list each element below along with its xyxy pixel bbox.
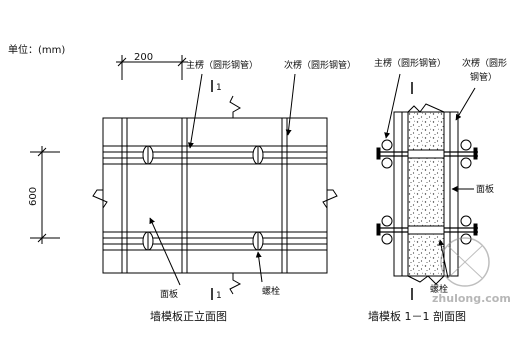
dimension-600 xyxy=(30,146,60,244)
elev-sec-label: 次楞（圆形钢管） xyxy=(284,59,356,71)
dim-600-label: 600 xyxy=(28,187,39,206)
sec-sec-label-1: 次楞（圆形 xyxy=(462,57,507,69)
panel-outline xyxy=(102,117,328,274)
main-pipes-right xyxy=(460,139,472,245)
unit-label: 单位：(mm) xyxy=(8,43,65,56)
concrete-wall xyxy=(407,111,445,277)
sec-sec-label-2: 钢管） xyxy=(470,71,497,83)
leader-panel xyxy=(149,217,181,286)
break-lines xyxy=(92,95,338,295)
elev-bolt-label: 螺栓 xyxy=(262,285,280,297)
leader-sec xyxy=(285,73,296,136)
sec-stud-left xyxy=(393,111,403,277)
sec-bolt-label: 螺栓 xyxy=(430,283,448,295)
section-view xyxy=(376,73,478,300)
sec-stud-right xyxy=(449,111,459,277)
elev-panel-label: 面板 xyxy=(160,288,178,300)
panel-left xyxy=(401,111,409,277)
nut-plates xyxy=(376,147,478,236)
dimension-200 xyxy=(116,55,188,80)
elevation-caption: 墙模板正立面图 xyxy=(150,309,227,323)
bolts-bottom-row xyxy=(142,231,264,251)
main-pipes-left xyxy=(381,139,393,245)
section-caption: 墙模板 1－1 剖面图 xyxy=(368,309,466,323)
sec-leader-main xyxy=(384,73,401,139)
sec-main-label: 主楞（圆形钢管） xyxy=(374,57,446,69)
sec-leader-bolt xyxy=(438,239,449,279)
watermark-text: zhulong.com xyxy=(432,292,511,305)
elev-section-mark-top: 1 xyxy=(216,83,222,93)
sec-panel-label: 面板 xyxy=(476,183,494,195)
elevation-view xyxy=(30,55,338,300)
main-walers xyxy=(103,145,327,251)
leader-bolt xyxy=(255,251,263,283)
sec-leader-sec xyxy=(455,87,476,121)
panel-right xyxy=(443,111,451,277)
secondary-studs xyxy=(121,118,288,273)
dim-200-label: 200 xyxy=(134,52,153,63)
elev-main-label: 主楞（圆形钢管） xyxy=(186,59,258,71)
elev-section-mark-bottom: 1 xyxy=(216,291,222,301)
bolts-top-row xyxy=(142,145,264,165)
watermark-logo xyxy=(440,237,490,287)
leader-main xyxy=(187,73,203,149)
